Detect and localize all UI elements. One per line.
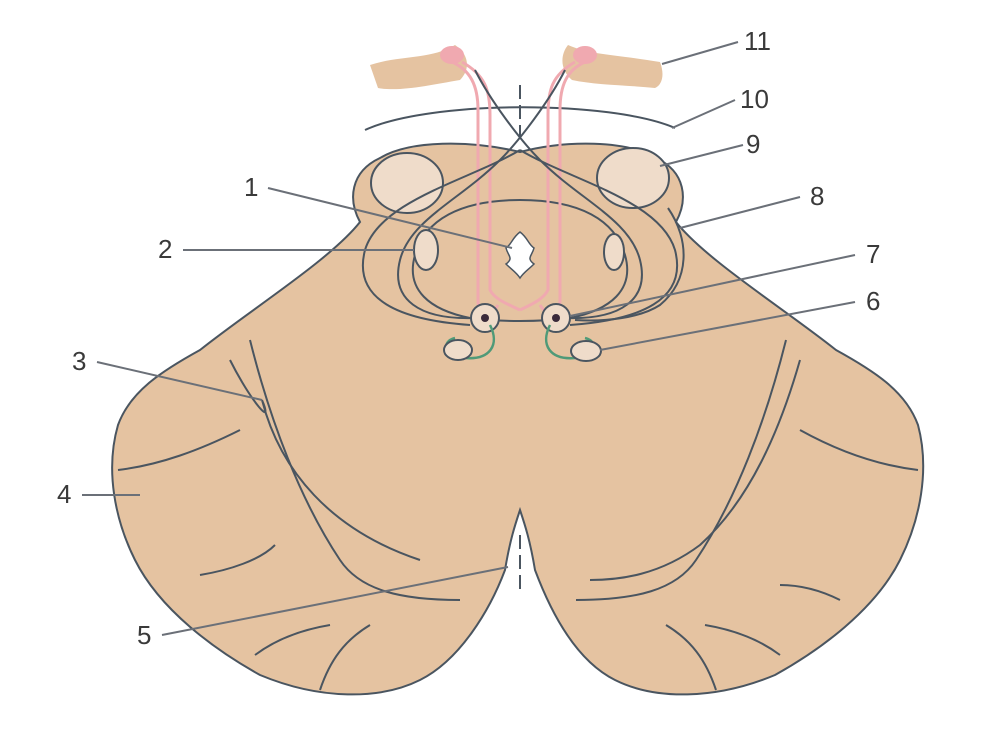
label-2: 2	[158, 234, 172, 264]
left-fold-b	[249, 339, 461, 601]
left-fold-3	[229, 359, 421, 561]
label-6: 6	[866, 286, 880, 316]
right-lateral-body-9	[596, 147, 670, 209]
left-fold-c	[199, 544, 276, 576]
central-canal-1	[504, 231, 536, 280]
leader-lines	[82, 41, 856, 636]
leader-11	[661, 41, 739, 65]
right-fold-c	[589, 359, 801, 581]
leader-7	[569, 254, 856, 317]
right-fold-a	[799, 429, 919, 471]
fiber-outer-right	[519, 149, 678, 326]
right-fold-e	[665, 624, 717, 691]
right-fold-f	[779, 584, 841, 601]
label-1: 1	[244, 172, 258, 202]
right-nucleus-core	[552, 314, 560, 322]
left-fold-d	[254, 624, 331, 656]
label-4: 4	[57, 479, 71, 509]
leader-10	[671, 99, 736, 129]
left-fold-a	[117, 429, 241, 471]
label-3: 3	[72, 346, 86, 376]
left-nucleus-core	[481, 314, 489, 322]
label-8: 8	[810, 181, 824, 211]
leader-6	[599, 301, 856, 351]
right-small-body-6	[570, 340, 602, 362]
left-lateral-body	[370, 152, 444, 214]
right-pink-tract-inner	[519, 60, 576, 312]
right-small-oval	[603, 233, 625, 271]
leader-8	[679, 196, 801, 229]
leader-3	[96, 361, 263, 401]
fiber-8	[574, 207, 685, 322]
left-small-oval-2	[413, 229, 439, 271]
right-nerve-nucleus	[573, 46, 597, 64]
left-nerve-nucleus	[440, 46, 464, 64]
label-7: 7	[866, 239, 880, 269]
left-fold-e	[319, 624, 371, 691]
leader-1	[267, 187, 513, 249]
left-small-body	[443, 339, 473, 361]
label-10: 10	[740, 84, 769, 114]
label-11: 11	[744, 26, 771, 56]
fiber-arc-10	[364, 106, 676, 131]
leader-5	[161, 566, 509, 636]
right-fold-b	[575, 339, 787, 601]
brainstem-body	[111, 142, 925, 696]
fiber-cross-right	[397, 69, 566, 320]
leader-9	[659, 144, 744, 167]
label-5: 5	[137, 620, 151, 650]
label-9: 9	[746, 129, 760, 159]
right-fold-d	[704, 624, 781, 656]
